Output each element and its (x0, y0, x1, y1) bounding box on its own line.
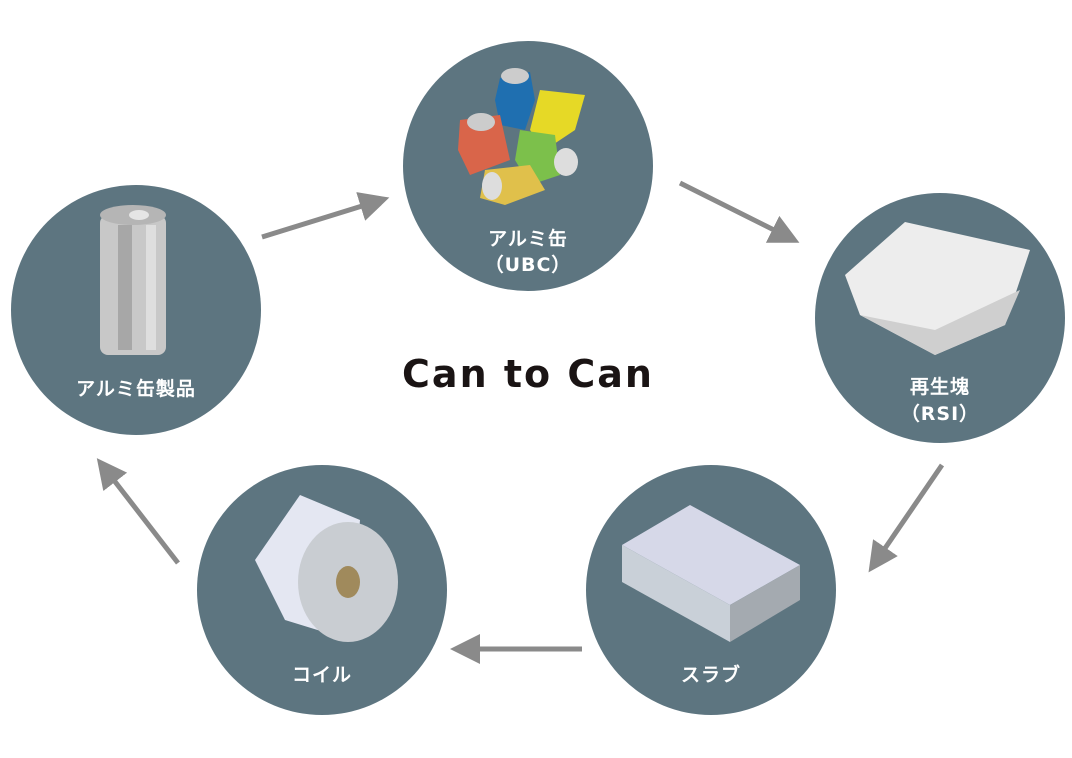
slab-icon (622, 505, 800, 642)
node-sublabel: （RSI） (900, 403, 980, 425)
node-label: スラブ (680, 664, 741, 686)
node-label: 再生塊 (909, 376, 970, 398)
arrow-product-to-ubc (261, 192, 390, 240)
node-ubc: アルミ缶 （UBC） (403, 41, 653, 291)
diagram-title: Can to Can (402, 352, 654, 396)
node-product: アルミ缶製品 (11, 185, 261, 435)
node-rsi: 再生塊 （RSI） (815, 193, 1065, 443)
recycled-ingot-icon (845, 222, 1030, 355)
node-label: アルミ缶 (488, 228, 568, 250)
node-sublabel: （UBC） (484, 254, 572, 276)
node-coil: コイル (197, 465, 447, 715)
node-slab: スラブ (586, 465, 836, 715)
crushed-cans-icon (458, 68, 585, 205)
arrow-coil-to-product (96, 458, 180, 565)
arrow-rsi-to-slab (868, 463, 945, 573)
aluminum-can-icon (100, 205, 166, 355)
node-label: コイル (291, 664, 352, 686)
node-label: アルミ缶製品 (76, 378, 196, 400)
coil-icon (255, 495, 398, 642)
arrow-ubc-to-rsi (678, 180, 800, 243)
